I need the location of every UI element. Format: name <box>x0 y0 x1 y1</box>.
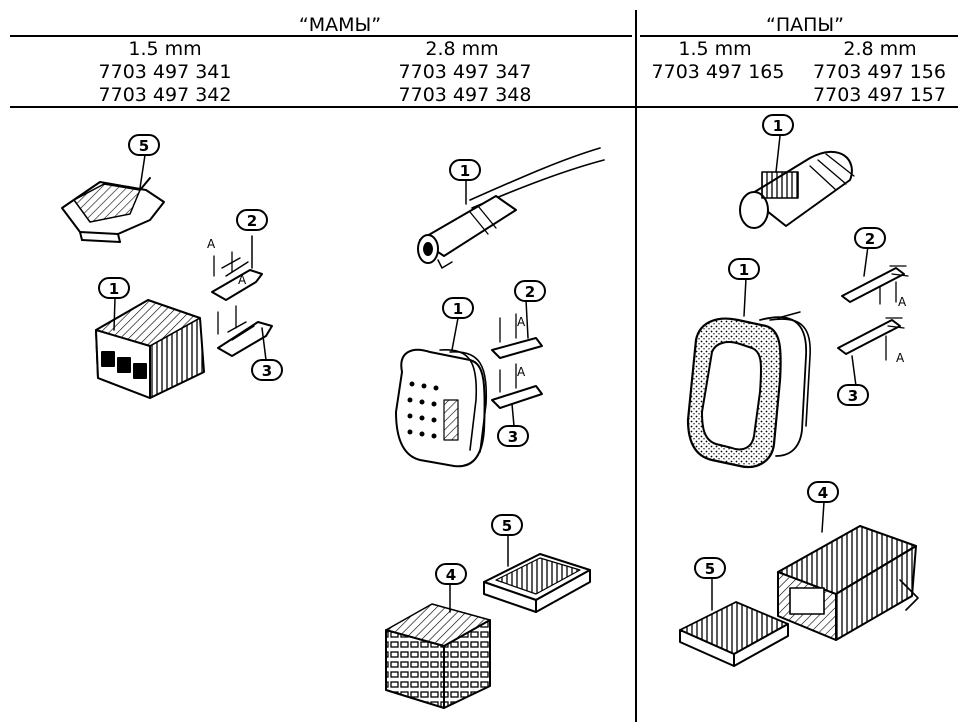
male-terminal-a <box>841 245 909 305</box>
female-1-5-size: 1.5 mm <box>128 38 202 60</box>
callout-f28-4: 4 <box>435 563 467 585</box>
male-1-5-large-housing <box>686 311 811 469</box>
column-divider <box>635 10 637 722</box>
female-1-5-housing <box>95 299 205 399</box>
callout-f28-2: 2 <box>514 280 546 302</box>
svg-text:1: 1 <box>453 300 463 318</box>
callout-m-3: 3 <box>837 384 869 406</box>
male-lock-comb <box>679 601 789 667</box>
svg-text:1: 1 <box>460 162 470 180</box>
callout-f28-1a: 1 <box>449 159 481 181</box>
svg-text:5: 5 <box>139 137 149 155</box>
female-2-8-multi-housing <box>395 348 488 468</box>
female-2-8-size: 2.8 mm <box>425 38 499 60</box>
female-2-8-terminal-lock-comb <box>483 553 591 613</box>
male-title: “ПАПЫ” <box>765 14 845 36</box>
dim-label-m-b: A <box>896 351 905 365</box>
callout-f28-1b: 1 <box>442 297 474 319</box>
female-2-8-single-connector <box>417 147 605 269</box>
dim-label-m-a: A <box>898 295 907 309</box>
callout-f28-5: 5 <box>491 514 523 536</box>
dim-label-f15-b: A <box>238 273 247 287</box>
male-2-8-part2: 7703 497 157 <box>813 84 946 106</box>
svg-text:3: 3 <box>262 362 272 380</box>
callout-f15-2: 2 <box>236 209 268 231</box>
female-2-8-multi-block <box>385 603 491 709</box>
svg-text:5: 5 <box>705 560 715 578</box>
svg-text:2: 2 <box>525 283 535 301</box>
callout-m-2: 2 <box>854 227 886 249</box>
callout-m-4: 4 <box>807 481 839 503</box>
svg-text:2: 2 <box>865 230 875 248</box>
svg-text:1: 1 <box>109 280 119 298</box>
female-2-8-terminal-b <box>491 363 543 427</box>
female-1-5-terminal-b <box>217 305 273 361</box>
callout-m-5: 5 <box>694 557 726 579</box>
male-1-5-part1: 7703 497 165 <box>651 61 785 83</box>
female-2-8-part1: 7703 497 347 <box>398 61 532 83</box>
female-header-rule <box>10 35 632 37</box>
female-title: “МАМЫ” <box>298 14 382 36</box>
svg-text:1: 1 <box>739 261 749 279</box>
callout-f15-3: 3 <box>251 359 283 381</box>
male-header-rule <box>640 35 958 37</box>
svg-text:3: 3 <box>848 387 858 405</box>
male-terminal-b <box>837 317 905 387</box>
male-2-8-part1: 7703 497 156 <box>813 61 946 83</box>
female-1-5-part2: 7703 497 342 <box>98 84 232 106</box>
male-2-8-multi-block <box>777 525 919 641</box>
male-1-5-size: 1.5 mm <box>678 38 752 60</box>
female-2-8-terminal-a <box>491 299 543 359</box>
svg-text:4: 4 <box>818 484 828 502</box>
callouts: 5 2 1 3 A A 1 1 2 3 5 4 A A 1 2 1 3 4 5 … <box>98 114 907 585</box>
dim-label-f28-b: A <box>517 365 526 379</box>
callout-m-1a: 1 <box>762 114 794 136</box>
male-2-8-size: 2.8 mm <box>843 38 917 60</box>
callout-f15-1: 1 <box>98 277 130 299</box>
male-1-5-single-connector <box>739 151 855 229</box>
callout-f15-5: 5 <box>128 134 160 156</box>
svg-text:4: 4 <box>446 566 456 584</box>
dim-label-f15-a: A <box>207 237 216 251</box>
callout-m-1b: 1 <box>728 258 760 280</box>
svg-text:5: 5 <box>502 517 512 535</box>
callout-f28-3: 3 <box>497 425 529 447</box>
female-1-5-lock-clip <box>61 177 165 243</box>
female-1-5-terminal-a <box>211 235 263 301</box>
svg-text:3: 3 <box>508 428 518 446</box>
female-1-5-part1: 7703 497 341 <box>98 61 232 83</box>
dim-label-f28-a: A <box>517 315 526 329</box>
female-2-8-part2: 7703 497 348 <box>398 84 532 106</box>
header-bottom-rule <box>10 106 958 108</box>
svg-text:2: 2 <box>247 212 257 230</box>
svg-text:1: 1 <box>773 117 783 135</box>
